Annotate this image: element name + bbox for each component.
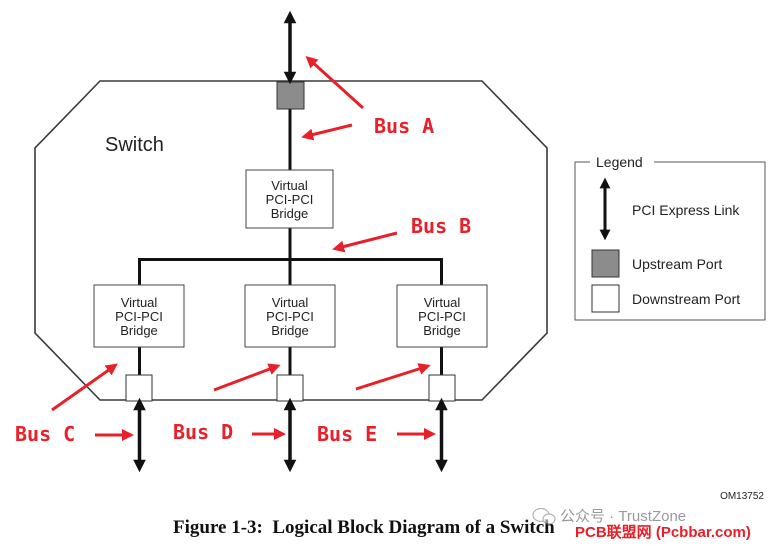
watermark-account: 公众号 · TrustZone: [560, 508, 686, 525]
bridge-upstream-line-2: PCI-PCI: [266, 192, 314, 207]
bus-a-arrow-upper-icon: [305, 55, 365, 110]
bus-d-arrow-upper-icon: [213, 363, 281, 392]
bus-e-arrow-upper-icon: [355, 363, 431, 391]
bridge-upstream: [245, 169, 334, 229]
figure-caption: Figure 1-3: Logical Block Diagram of a S…: [173, 517, 555, 538]
legend-title: Legend: [596, 154, 643, 170]
watermark-site: PCB联盟网 (Pcbbar.com): [575, 524, 751, 541]
bridge-downstream-center: [244, 284, 336, 348]
bridge-left-line-2: PCI-PCI: [115, 309, 163, 324]
bridge-center-line-1: Virtual: [272, 295, 309, 310]
legend-title-gap: [590, 154, 654, 170]
bus-e-label: Bus E: [317, 422, 377, 446]
bus-c-arrow-upper-icon: [51, 363, 118, 412]
bus-b-label: Bus B: [411, 214, 471, 238]
bridge-right-line-3: Bridge: [423, 323, 461, 338]
downstream-port-right: [428, 374, 456, 402]
bridge-left-line-3: Bridge: [120, 323, 158, 338]
legend-upstream-swatch: [591, 249, 620, 278]
bus-a-arrow-lower-icon: [301, 123, 353, 141]
bridge-right-line-2: PCI-PCI: [418, 309, 466, 324]
wechat-icon: [532, 507, 556, 525]
downstream-port-center: [276, 374, 304, 402]
bridge-center-line-2: PCI-PCI: [266, 309, 314, 324]
switch-outline: [34, 80, 548, 401]
bridge-center-line-3: Bridge: [271, 323, 309, 338]
downstream-port-left: [125, 374, 153, 402]
upstream-port: [276, 81, 305, 110]
legend-downstream-label: Downstream Port: [632, 291, 740, 307]
figure-id: OM13752: [720, 491, 764, 502]
bridge-downstream-left: [93, 284, 185, 348]
legend-downstream-swatch: [591, 284, 620, 313]
bus-b-arrow-icon: [332, 231, 398, 253]
bridge-upstream-line-1: Virtual: [271, 178, 308, 193]
switch-label: Switch: [105, 134, 164, 156]
bus-a-label: Bus A: [374, 114, 434, 138]
bus-d-label: Bus D: [173, 420, 233, 444]
bridge-left-line-1: Virtual: [121, 295, 158, 310]
bridge-upstream-line-3: Bridge: [271, 206, 309, 221]
legend-upstream-label: Upstream Port: [632, 256, 722, 272]
bridge-downstream-right: [396, 284, 488, 348]
bus-c-label: Bus C: [15, 422, 75, 446]
legend-link-label: PCI Express Link: [632, 202, 740, 218]
bridge-right-line-1: Virtual: [424, 295, 461, 310]
